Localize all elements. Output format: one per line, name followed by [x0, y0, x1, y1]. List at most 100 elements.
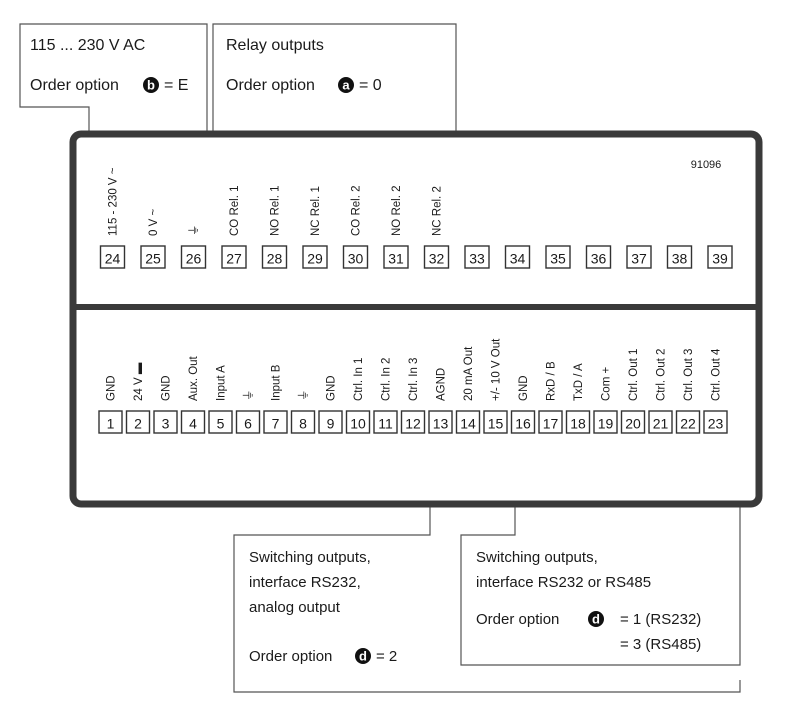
analog-order-suffix: = 2	[376, 648, 397, 665]
terminal-9-box	[318, 410, 343, 434]
terminal-5-box	[208, 410, 233, 434]
serial-order-suffix-1: = 1 (RS232)	[620, 611, 701, 628]
terminal-39: 39	[707, 245, 733, 269]
analog-order-prefix: Order option	[249, 648, 332, 665]
terminal-37-number: 37	[631, 251, 647, 267]
terminal-12-box	[400, 410, 426, 434]
terminal-6: 6⏚	[235, 390, 261, 434]
terminal-24: 24 115 - 230 V ~	[99, 167, 126, 269]
terminal-32-box	[423, 245, 450, 269]
terminal-8-number: 8	[299, 416, 307, 432]
power-box-border	[19, 23, 208, 208]
terminal-3-number: 3	[162, 416, 170, 432]
terminal-35-box	[545, 245, 571, 269]
terminal-29: 29 NC Rel. 1	[302, 186, 328, 269]
terminal-19-box	[593, 410, 618, 434]
option-a-letter: a	[342, 78, 350, 93]
analog-line-2: interface RS232,	[249, 574, 361, 591]
terminal-8-box	[290, 410, 316, 434]
terminal-11-box	[373, 410, 398, 434]
terminal-24-label: 115 - 230 V ~	[108, 167, 120, 236]
terminal-39-box	[707, 245, 733, 269]
terminal-26-number: 26	[186, 251, 202, 267]
terminal-29-box	[302, 245, 328, 269]
device-housing	[69, 130, 763, 508]
terminal-1-number: 1	[107, 416, 115, 432]
terminal-11-number: 11	[378, 416, 393, 432]
terminal-38-number: 38	[672, 251, 688, 267]
terminal-33-box	[464, 245, 490, 269]
terminal-25: 250 V ~	[140, 209, 166, 269]
terminal-26-box	[180, 245, 207, 269]
terminal-8: 8⏚	[290, 390, 316, 434]
terminal-10-label: Ctrl. In 1	[353, 358, 365, 401]
terminal-38: 38	[666, 245, 693, 269]
terminal-35: 35	[545, 245, 571, 269]
terminal-23-label: Ctrl. Out 4	[711, 348, 723, 401]
terminal-17-box	[538, 410, 563, 434]
serial-line-2: interface RS232 or RS485	[476, 574, 651, 591]
terminal-12: 12 Ctrl. In 3	[400, 358, 426, 434]
terminal-18-label: TxD / A	[573, 363, 585, 401]
terminal-27-box	[221, 245, 247, 269]
terminal-2-label: 24 V ▬	[133, 362, 145, 401]
terminal-9-number: 9	[327, 416, 335, 432]
power-order-prefix: Order option	[30, 77, 119, 94]
relay-leader	[212, 23, 457, 208]
terminal-11-label: Ctrl. In 2	[381, 358, 393, 401]
terminal-13: 13 AGND	[428, 368, 453, 434]
terminal-32-number: 32	[429, 251, 445, 267]
terminal-2-box	[125, 410, 151, 434]
terminal-24-box	[99, 245, 126, 269]
terminal-29-number: 29	[307, 251, 323, 267]
terminal-17-label: RxD / B	[546, 361, 558, 401]
terminal-7-number: 7	[272, 416, 280, 432]
terminal-13-label: AGND	[436, 368, 448, 401]
terminal-14: 14 20 mA Out	[455, 346, 481, 434]
terminal-11: 11 Ctrl. In 2	[373, 358, 398, 434]
terminal-24-number: 24	[105, 251, 121, 267]
terminal-30-number: 30	[348, 251, 364, 267]
terminal-37-box	[626, 245, 652, 269]
terminal-15: 15+/- 10 V Out	[483, 338, 508, 434]
terminal-8-label: ⏚	[297, 390, 310, 402]
terminal-28-label: NO Rel. 1	[270, 186, 282, 237]
terminal-27-label: CO Rel. 1	[229, 186, 241, 237]
terminal-5-label: Input A	[216, 365, 228, 401]
terminal-17-number: 17	[543, 416, 559, 432]
terminal-20-box	[620, 410, 646, 434]
terminal-31-number: 31	[388, 251, 404, 267]
terminal-2-number: 2	[134, 416, 142, 432]
terminal-14-label: 20 mA Out	[463, 346, 475, 401]
relay-order-suffix: = 0	[359, 77, 382, 94]
terminal-31-box	[383, 245, 409, 269]
leader-lines	[19, 23, 741, 693]
terminal-2: 2 24 V ▬	[125, 362, 151, 434]
terminal-4-box	[180, 410, 206, 434]
terminal-13-number: 13	[433, 416, 449, 432]
terminal-14-number: 14	[460, 416, 476, 432]
terminal-12-label: Ctrl. In 3	[408, 358, 420, 401]
terminal-15-number: 15	[488, 416, 504, 432]
terminal-25-number: 25	[145, 251, 161, 267]
terminal-29-label: NC Rel. 1	[310, 186, 322, 236]
terminal-12-number: 12	[405, 416, 421, 432]
terminal-16-label: GND	[518, 375, 530, 401]
terminal-3-label: GND	[161, 375, 173, 401]
terminal-35-number: 35	[550, 251, 566, 267]
option-d-badge-serial: d	[588, 611, 604, 627]
terminal-6-number: 6	[244, 416, 252, 432]
option-d-letter-analog: d	[359, 649, 367, 664]
